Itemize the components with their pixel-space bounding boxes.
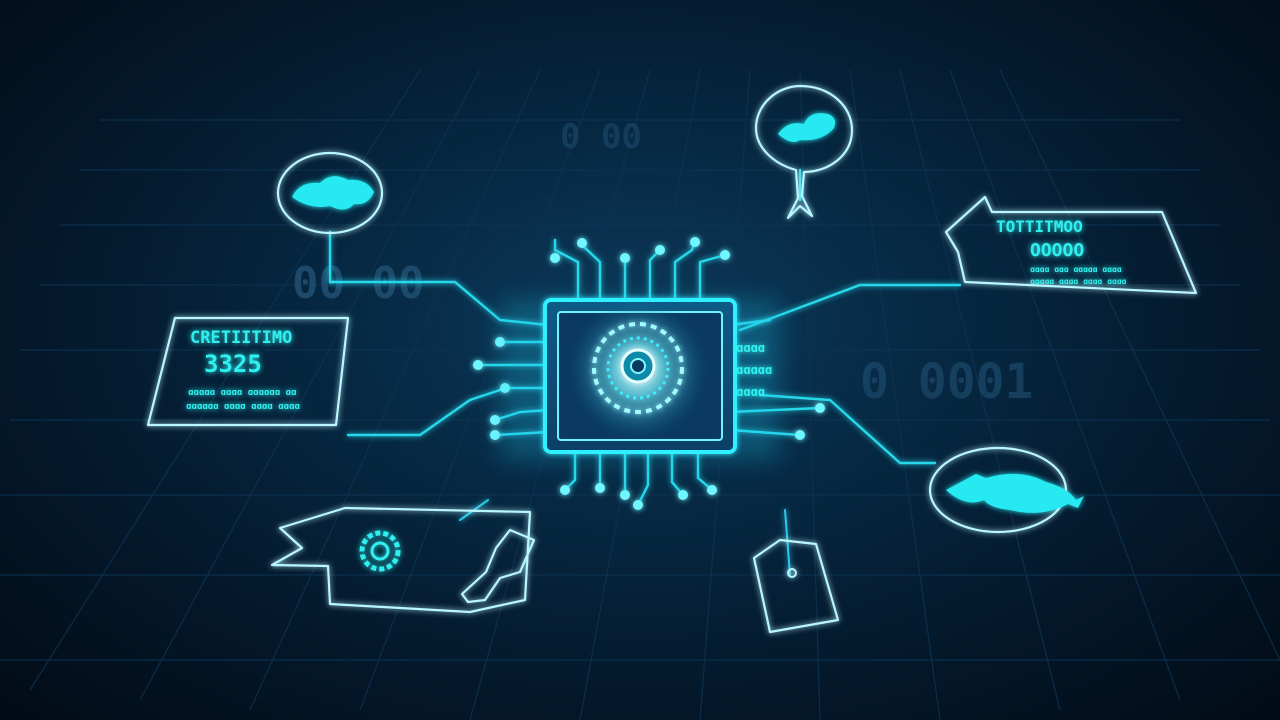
bubble-right xyxy=(928,446,1084,534)
panel-right-line: ɑɑɑɑɑ ɑɑɑɑ ɑɑɑɑ ɑɑɑɑ xyxy=(1030,277,1127,286)
panel-left-value: 3325 xyxy=(204,350,262,378)
cloud-icon xyxy=(292,176,374,210)
bubble-top-left xyxy=(276,151,384,235)
panel-left: CRETIITIMO 3325 ɑɑɑɑɑ ɑɑɑɑ ɑɑɑɑɑɑ ɑɑ ɑɑɑ… xyxy=(146,316,350,427)
panel-left-title: CRETIITIMO xyxy=(190,328,292,348)
panel-right-value: OOOOO xyxy=(1030,240,1084,261)
background-glyph: 0 0001 xyxy=(860,354,1033,410)
panel-right-line: ɑɑɑɑ ɑɑɑ ɑɑɑɑɑ ɑɑɑɑ xyxy=(1030,265,1122,274)
background-glyph: 00 00 xyxy=(292,258,424,309)
fish-icon xyxy=(946,473,1084,513)
chip-side-label: ɑɑɑɑ xyxy=(736,341,765,355)
tag-bottom xyxy=(752,538,840,634)
gear-icon xyxy=(359,530,401,572)
panel-left-line: ɑɑɑɑɑ ɑɑɑɑ ɑɑɑɑɑɑ ɑɑ xyxy=(188,388,296,398)
cpu-chip-icon xyxy=(500,298,780,460)
chip-side-label: ɑɑɑɑ xyxy=(736,385,765,399)
panel-right-title: TOTTITMOO xyxy=(996,217,1083,236)
tag-bottom-left xyxy=(270,506,536,614)
wave-icon xyxy=(778,113,836,142)
chip-side-labels: ɑɑɑɑ ɑɑɑɑɑ ɑɑɑɑ xyxy=(736,341,772,399)
price-tag-icon xyxy=(752,538,840,634)
panel-left-line: ɑɑɑɑɑɑ ɑɑɑɑ ɑɑɑɑ ɑɑɑɑ xyxy=(186,402,300,412)
bubble-top xyxy=(754,84,854,220)
background-glyph: 0 00 xyxy=(560,117,642,157)
chip-side-label: ɑɑɑɑɑ xyxy=(736,363,772,377)
panel-right: TOTTITMOO OOOOO ɑɑɑɑ ɑɑɑ ɑɑɑɑɑ ɑɑɑɑ ɑɑɑɑ… xyxy=(944,195,1198,295)
